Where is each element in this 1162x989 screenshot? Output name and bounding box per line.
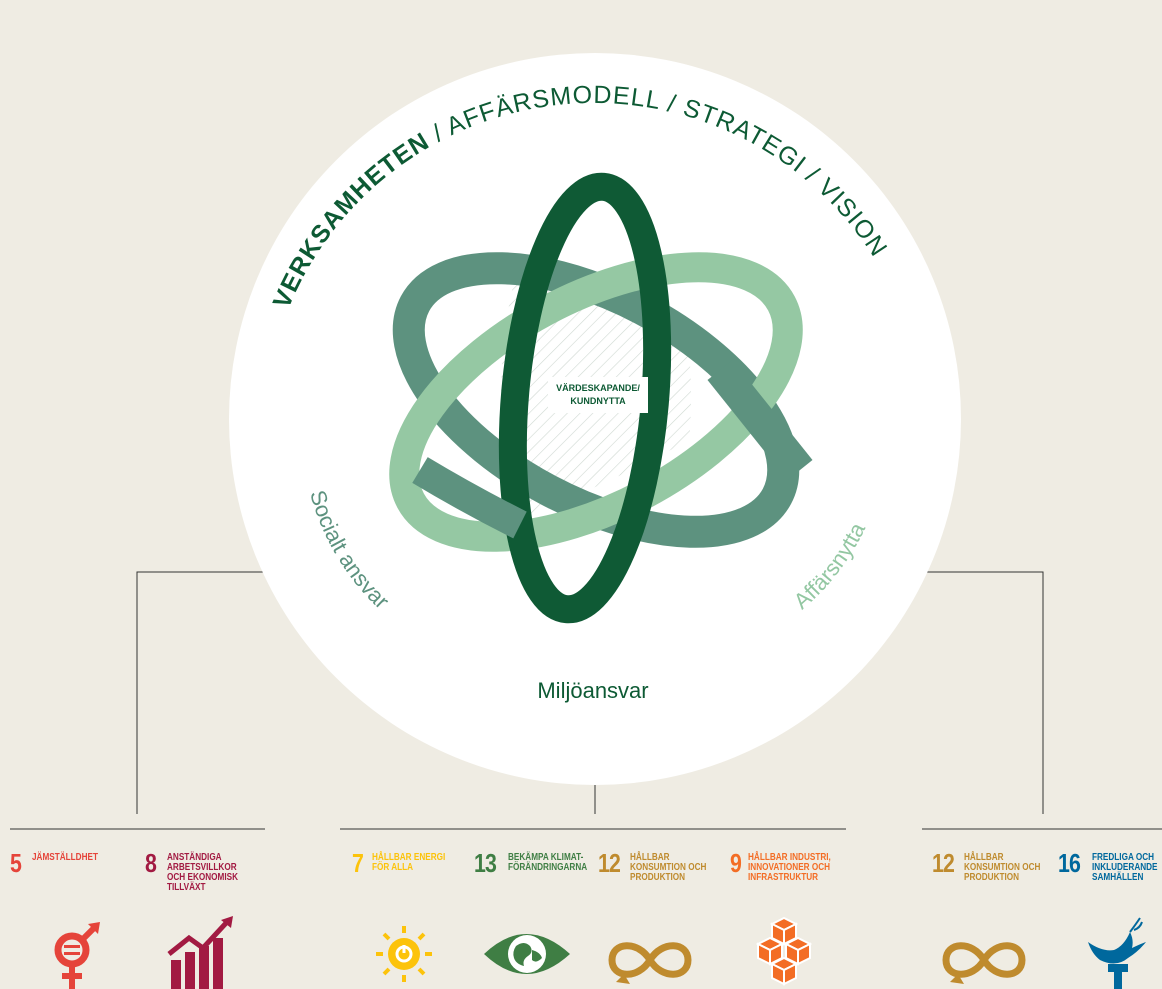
sdg-label: ANSTÄNDIGA ARBETSVILLKOR OCH EKONOMISK T… xyxy=(167,851,238,893)
sdg-label: HÅLLBAR INDUSTRI, INNOVATIONER OCH INFRA… xyxy=(748,851,831,883)
sdg-number: 9 xyxy=(730,850,742,878)
sun-power-icon xyxy=(376,926,432,982)
label-miljoansvar: Miljöansvar xyxy=(537,678,648,703)
sdg-goal-9: 9 HÅLLBAR INDUSTRI, INNOVATIONER OCH INF… xyxy=(730,850,860,989)
sdg-label: JÄMSTÄLLDHET xyxy=(32,851,98,863)
sdg-goal-12-b: 12 HÅLLBAR KONSUMTION OCH PRODUKTION xyxy=(932,850,1062,989)
sdg-number: 7 xyxy=(352,850,364,878)
sdg-label: HÅLLBAR KONSUMTION OCH PRODUKTION xyxy=(630,851,707,883)
sdg-number: 5 xyxy=(10,850,22,878)
dove-gavel-icon xyxy=(1088,917,1146,989)
cubes-icon xyxy=(755,916,813,986)
ring-miljo xyxy=(498,172,672,624)
sdg-goal-13: 13 BEKÄMPA KLIMAT- FÖRÄNDRINGARNA xyxy=(474,850,604,989)
center-label-line1: VÄRDESKAPANDE/ xyxy=(556,383,640,393)
sdg-goal-5: 5 JÄMSTÄLLDHET xyxy=(10,850,140,989)
sdg-label: HÅLLBAR ENERGI FÖR ALLA xyxy=(372,851,446,873)
sdg-goal-8: 8 ANSTÄNDIGA ARBETSVILLKOR OCH EKONOMISK… xyxy=(145,850,275,989)
ring-overlap xyxy=(412,360,813,539)
center-label-box: VÄRDESKAPANDE/ KUNDNYTTA xyxy=(548,377,648,413)
sdg-number: 8 xyxy=(145,850,157,878)
sdg-goal-12: 12 HÅLLBAR KONSUMTION OCH PRODUKTION xyxy=(598,850,728,989)
infinity-icon xyxy=(942,942,1026,984)
sdg-label: BEKÄMPA KLIMAT- FÖRÄNDRINGARNA xyxy=(508,851,588,873)
earth-eye-icon xyxy=(484,934,570,974)
sdg-number: 12 xyxy=(932,850,955,878)
growth-chart-icon xyxy=(167,916,233,989)
infinity-icon xyxy=(608,942,692,984)
sdg-number: 16 xyxy=(1058,850,1081,878)
sdg-label: HÅLLBAR KONSUMTION OCH PRODUKTION xyxy=(964,851,1041,883)
sdg-goal-16: 16 FREDLIGA OCH INKLUDERANDE SAMHÄLLEN xyxy=(1058,850,1162,989)
connector-lines xyxy=(10,571,1162,830)
sdg-goal-7: 7 HÅLLBAR ENERGI FÖR ALLA xyxy=(352,850,482,989)
sdg-label: FREDLIGA OCH INKLUDERANDE SAMHÄLLEN xyxy=(1092,851,1158,883)
sdg-number: 13 xyxy=(474,850,497,878)
sdg-number: 12 xyxy=(598,850,621,878)
gender-equality-icon xyxy=(54,922,100,989)
center-label-line2: KUNDNYTTA xyxy=(570,396,626,406)
